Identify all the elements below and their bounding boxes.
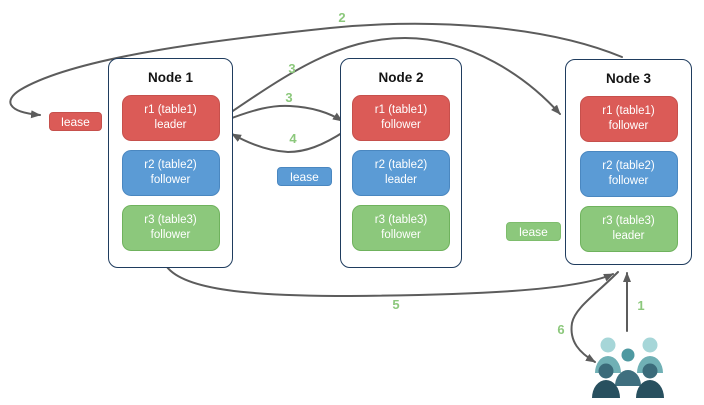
node3-replica-r3: r3 (table3) leader (579, 206, 678, 252)
node-3-title: Node 3 (605, 71, 651, 86)
replica-label: r2 (table2) (144, 159, 197, 172)
node2-replica-r3: r3 (table3) follower (352, 205, 450, 251)
node-3: Node 3 r1 (table1) follower r2 (table2) … (565, 59, 692, 265)
lease-badge-red: lease (49, 112, 102, 131)
replica-role: follower (150, 229, 191, 241)
lease-badge-blue: lease (277, 167, 332, 186)
replica-role: follower (381, 229, 421, 241)
arrow-3-node1-to-node2 (223, 104, 343, 122)
replica-label: r3 (table3) (602, 215, 655, 228)
arrow-2-node3-to-lease1 (9, 22, 623, 119)
arrow-label-6: 6 (557, 322, 565, 337)
lease-badge-green: lease (506, 222, 561, 241)
arrow-label-3b: 3 (285, 90, 293, 105)
arrow-label-2: 2 (338, 10, 346, 25)
replica-role: follower (608, 120, 649, 132)
replica-role: leader (385, 174, 417, 186)
node1-replica-r1: r1 (table1) leader (121, 95, 220, 141)
node2-replica-r1: r1 (table1) follower (352, 95, 450, 141)
arrow-4-node2-to-node1 (231, 130, 346, 154)
replica-label: r3 (table3) (374, 214, 428, 227)
node1-replica-r2: r2 (table2) follower (121, 150, 220, 196)
replica-role: leader (612, 230, 645, 242)
replica-label: r3 (table3) (144, 214, 197, 227)
replica-role: follower (150, 174, 191, 186)
node1-replica-r3: r3 (table3) follower (121, 205, 220, 251)
replica-label: r1 (table1) (602, 105, 655, 118)
node-1: Node 1 r1 (table1) leader r2 (table2) fo… (108, 58, 233, 268)
node-2: Node 2 r1 (table1) follower r2 (table2) … (340, 58, 462, 268)
arrow-label-4: 4 (289, 131, 297, 146)
node3-replica-r2: r2 (table2) follower (579, 151, 678, 197)
arrow-label-1: 1 (637, 298, 645, 313)
replica-role: leader (154, 119, 187, 131)
node2-replica-r2: r2 (table2) leader (352, 150, 450, 196)
replica-label: r1 (table1) (374, 104, 428, 117)
node-2-title: Node 2 (378, 70, 424, 85)
users-icon (592, 337, 664, 398)
replica-role: follower (381, 119, 421, 131)
replica-label: r1 (table1) (144, 104, 197, 117)
arrow-label-3a: 3 (288, 61, 296, 76)
arrow-label-5: 5 (392, 297, 400, 312)
replica-label: r2 (table2) (602, 160, 655, 173)
node-1-title: Node 1 (147, 70, 193, 85)
replica-label: r2 (table2) (374, 159, 428, 172)
arrow-5-node1-to-node3 (166, 266, 614, 298)
node3-replica-r1: r1 (table1) follower (579, 96, 678, 142)
replica-role: follower (608, 175, 649, 187)
arrow-6-node3-to-users (570, 271, 619, 363)
arrow-3-node1-to-node3 (223, 36, 561, 118)
